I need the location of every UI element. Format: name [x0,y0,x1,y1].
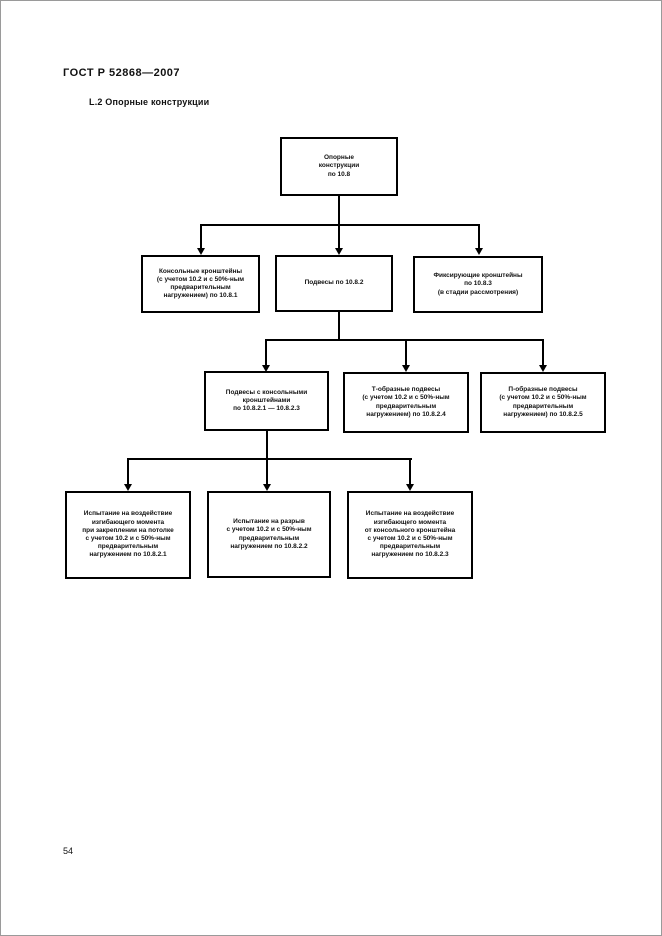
connector-line [405,339,407,365]
node-t-obraznye-podvesy: Т-образные подвесы (с учетом 10.2 и с 50… [343,372,469,433]
node-opornye-konstrukcii: Опорные конструкции по 10.8 [280,137,398,196]
node-p-obraznye-podvesy: П-образные подвесы (с учетом 10.2 и с 50… [480,372,606,433]
connector-line [266,431,268,460]
arrow-down-icon [197,248,205,255]
node-podvesy-s-konsolnymi-kronshtejnami: Подвесы с консольными кронштейнами по 10… [204,371,329,431]
node-podvesy: Подвесы по 10.8.2 [275,255,393,312]
connector-line [338,196,340,225]
doc-code: ГОСТ Р 52868—2007 [63,67,181,79]
node-fiksiruyushchie-kronshtejny: Фиксирующие кронштейны по 10.8.3 (в стад… [413,256,543,313]
arrow-down-icon [263,484,271,491]
connector-line [265,339,544,341]
connector-line [542,339,544,365]
section-title: L.2 Опорные конструкции [89,97,210,107]
arrow-down-icon [475,248,483,255]
connector-line [409,458,411,484]
arrow-down-icon [335,248,343,255]
node-ispytanie-moment-potolok: Испытание на воздействие изгибающего мом… [65,491,191,579]
connector-line [200,224,202,248]
connector-line [265,339,267,365]
node-ispytanie-razryv: Испытание на разрыв с учетом 10.2 и с 50… [207,491,331,578]
page-number: 54 [63,846,74,856]
connector-line [478,224,480,248]
arrow-down-icon [124,484,132,491]
connector-line [127,458,412,460]
connector-line [266,458,268,484]
connector-line [127,458,129,484]
connector-line [200,224,480,226]
node-konsolnye-kronshtejny: Консольные кронштейны (с учетом 10.2 и с… [141,255,260,313]
arrow-down-icon [539,365,547,372]
arrow-down-icon [262,365,270,372]
arrow-down-icon [406,484,414,491]
arrow-down-icon [402,365,410,372]
node-ispytanie-moment-kronshtejn: Испытание на воздействие изгибающего мом… [347,491,473,579]
connector-line [338,312,340,341]
connector-line [338,224,340,248]
